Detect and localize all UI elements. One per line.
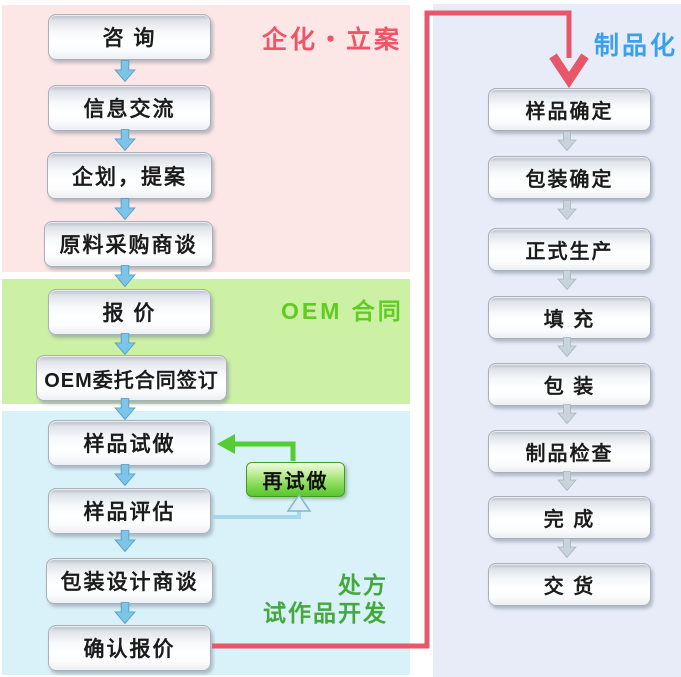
flow-step-official-production: 正式生产	[488, 228, 651, 271]
flow-step-product-inspection: 制品检查	[488, 430, 651, 473]
flow-step-delivery: 交 货	[488, 563, 651, 606]
region-planning-label: 企化・立案	[262, 26, 403, 54]
flow-step-quotation: 报 价	[48, 289, 211, 335]
flow-step-packaging: 包 装	[488, 363, 651, 406]
trial-development-label-line2: 试作品开发	[263, 600, 388, 626]
trial-development-label-line1: 处方	[338, 572, 388, 598]
flow-step-oem-contract-signing: OEM委托合同签订	[36, 355, 227, 401]
flow-step-info-exchange: 信息交流	[48, 85, 211, 131]
flow-step-confirm-quotation: 确认报价	[48, 625, 211, 671]
flow-step-package-design-negotiation: 包装设计商谈	[46, 558, 213, 604]
flow-step-raw-material-negotiation: 原料采购商谈	[44, 221, 213, 267]
flow-step-retry: 再试做	[246, 462, 345, 497]
flow-step-sample-confirmation: 样品确定	[488, 88, 651, 131]
flow-step-completion: 完 成	[488, 496, 651, 539]
region-trial-development-label: 处方 试作品开发	[263, 571, 388, 627]
region-oem-contract-label: OEM 合同	[281, 298, 404, 324]
flow-step-sample-evaluation: 样品评估	[48, 488, 211, 534]
flow-step-inquiry: 咨 询	[48, 14, 211, 60]
flow-step-package-confirmation: 包装确定	[488, 156, 651, 199]
flow-step-filling: 填 充	[488, 296, 651, 339]
region-productization-label: 制品化	[594, 32, 679, 60]
flow-step-planning-proposal: 企划，提案	[47, 152, 212, 199]
flow-step-sample-trial: 样品试做	[48, 420, 211, 466]
